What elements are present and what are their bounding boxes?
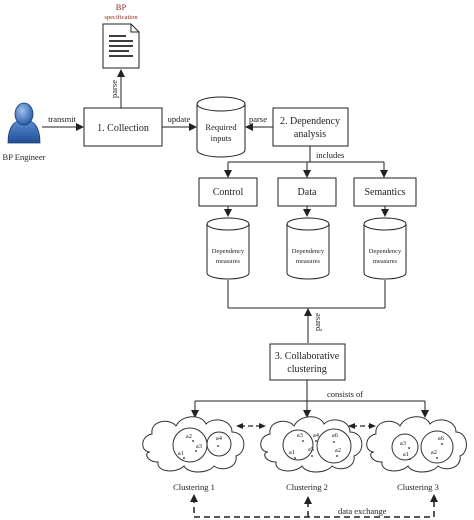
semantics-label: Semantics (364, 187, 405, 198)
document-label-2: specification (104, 14, 138, 21)
includes-connector (224, 146, 388, 178)
parse-document-label: parse (109, 80, 119, 98)
collection-label: 1. Collection (97, 123, 149, 134)
required-inputs-store (196, 96, 246, 158)
measures-control-label-1: Dependency (212, 248, 245, 255)
measures-store-semantics (363, 217, 407, 280)
collab-label-1: 3. Collaborative (275, 351, 340, 362)
measures-control-label-2: measures (216, 258, 241, 265)
required-inputs-label-1: Required (205, 122, 237, 132)
transmit-label: transmit (48, 114, 76, 124)
collaborative-clustering-box (269, 343, 346, 381)
measures-join (227, 280, 386, 309)
cluster-cloud-1 (142, 416, 245, 473)
c2-item-3: a6 (332, 432, 339, 439)
cluster-cloud-3 (366, 416, 467, 473)
data-box (277, 177, 337, 207)
c2-item-5: a5 (308, 446, 314, 453)
c2-item-4: a1 (289, 449, 295, 456)
document-label: BP (116, 2, 127, 12)
dependency-analysis-label-1: 2. Dependency (280, 116, 340, 127)
data-label: Data (298, 187, 317, 198)
control-label: Control (213, 187, 244, 198)
semantics-box (353, 177, 417, 207)
collection-box (83, 107, 163, 147)
control-box (198, 177, 258, 207)
clustering-2-label: Clustering 2 (286, 482, 328, 492)
cluster-cloud-2 (260, 416, 363, 473)
consists-connector (191, 380, 429, 418)
c3-item-1: a3 (400, 440, 406, 447)
c3-item-2: a1 (403, 451, 409, 458)
measures-semantics-label-1: Dependency (369, 248, 402, 255)
update-label: update (168, 114, 191, 124)
measures-data-label-2: measures (296, 258, 321, 265)
collab-label-2: clustering (287, 364, 326, 375)
parse-analysis-label: parse (249, 114, 267, 124)
user-icon (7, 102, 41, 144)
measures-arrows (224, 206, 389, 217)
c1-item-4: a4 (216, 435, 223, 442)
measures-semantics-label-2: measures (373, 258, 398, 265)
consists-of-label: consists of (327, 389, 363, 399)
actor-label: BP Engineer (3, 152, 46, 162)
c1-item-2: a3 (196, 443, 202, 450)
clustering-3-label: Clustering 3 (397, 482, 439, 492)
clustering-1-label: Clustering 1 (173, 482, 215, 492)
c2-item-2: a4 (313, 432, 320, 439)
measures-store-control (206, 217, 250, 280)
data-exchange-label: data exchange (338, 506, 387, 516)
data-exchange-loop (193, 497, 435, 518)
exchange-arrowheads-top (236, 423, 376, 429)
data-exchange-arrowheads (190, 494, 438, 504)
c1-points (183, 440, 219, 459)
c3-points (408, 443, 443, 460)
c3-item-4: a2 (431, 449, 437, 456)
includes-label: includes (316, 150, 344, 160)
required-inputs-label-2: inputs (211, 133, 232, 143)
measures-data-label-1: Dependency (292, 248, 325, 255)
document-icon (102, 23, 140, 69)
dependency-analysis-box (272, 107, 349, 147)
measures-store-data (286, 217, 330, 280)
c1-item-3: a1 (178, 450, 184, 457)
c3-item-3: a6 (438, 435, 445, 442)
parse-measures-label: parse (312, 313, 322, 331)
c2-item-6: a2 (335, 447, 341, 454)
c2-item-1: a3 (297, 432, 303, 439)
c1-item-1: a2 (186, 433, 192, 440)
c2-points (294, 440, 338, 459)
dependency-analysis-label-2: analysis (294, 129, 326, 140)
